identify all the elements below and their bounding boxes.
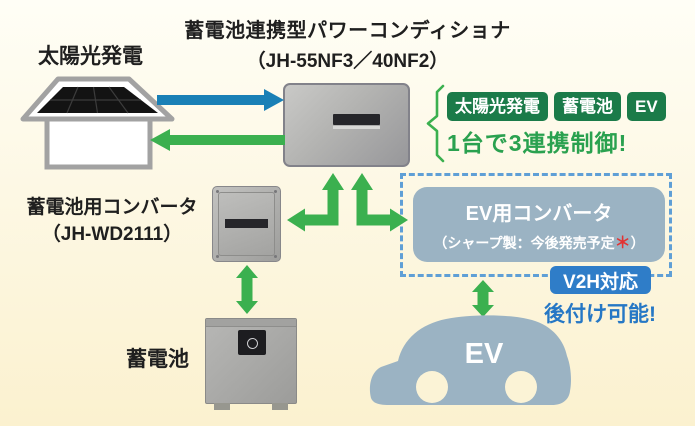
screw-icon [274, 255, 277, 258]
battery-display [238, 330, 266, 355]
ev-converter-box: EV用コンバータ （シャープ製：今後発売予定＊） [413, 187, 665, 262]
page-title-model: （JH-55NF3／40NF2） [246, 51, 449, 72]
battery-converter-name: 蓄電池用コンバータ [26, 197, 198, 218]
badge-solar: 太陽光発電 [447, 92, 548, 121]
arrow-solar-to-pcs [157, 89, 284, 111]
page-title-line1: 蓄電池連携型パワーコンディショナ [184, 20, 511, 42]
battery-top-cap [206, 319, 296, 327]
arrow-pcs-battery-converter [287, 173, 344, 232]
house-body [44, 114, 153, 170]
brand-label-strip [225, 219, 268, 228]
badge-ev: EV [627, 92, 666, 121]
linkage-badges: 太陽光発電 蓄電池 EV [447, 92, 666, 121]
screw-icon [274, 190, 277, 193]
battery-converter-label: 蓄電池用コンバータ （JH-WD2111） [8, 194, 216, 248]
screw-icon [216, 255, 219, 258]
linkage-brace [426, 84, 445, 163]
solar-power-label: 太陽光発電 [38, 45, 143, 68]
ev-converter-note: （シャープ製：今後発売予定＊） [433, 234, 645, 252]
page-title: 蓄電池連携型パワーコンディショナ （JH-55NF3／40NF2） [0, 14, 695, 73]
linkage-caption: 1台で3連携制御! [447, 130, 628, 156]
battery-label: 蓄電池 [126, 348, 189, 371]
screw-icon [216, 190, 219, 193]
arrow-pcs-to-house [150, 129, 285, 151]
car-wheel [505, 371, 537, 403]
red-asterisk: ＊ [614, 234, 631, 252]
battery-foot [272, 403, 288, 410]
power-conditioner-device [283, 83, 410, 167]
car-wheel [416, 371, 448, 403]
battery-converter-device [212, 186, 281, 262]
solar-panel [37, 87, 158, 113]
house-illustration [20, 76, 175, 170]
status-lamp-icon [247, 338, 258, 349]
solar-panel-grid [50, 86, 141, 114]
badge-battery: 蓄電池 [554, 92, 621, 121]
battery-device [205, 318, 297, 410]
vent-strip [333, 126, 380, 129]
arrow-converter-battery [236, 265, 258, 314]
ev-car-label: EV [464, 338, 504, 370]
v2h-badge: V2H対応 [550, 266, 651, 294]
brand-label-strip [333, 114, 380, 125]
arrow-converter-ev-car [472, 280, 494, 317]
retrofit-caption: 後付け可能! [544, 303, 656, 326]
battery-converter-model: （JH-WD2111） [41, 224, 183, 245]
ev-converter-name: EV用コンバータ [465, 202, 613, 225]
battery-foot [214, 403, 230, 410]
house-roof [20, 76, 175, 122]
